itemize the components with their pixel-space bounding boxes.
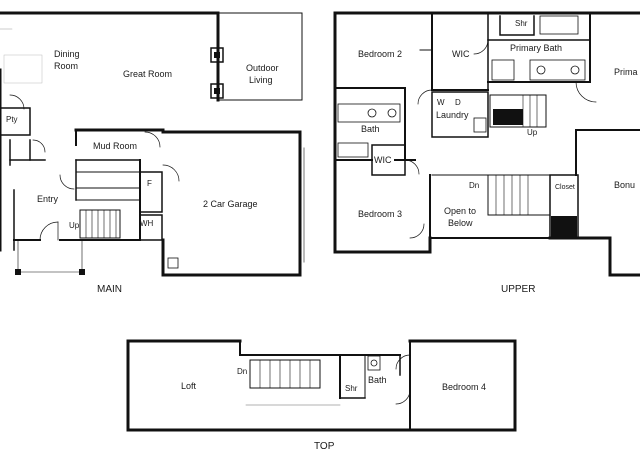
- outdoor-living-label-2: Living: [249, 75, 273, 85]
- top-stairs-down-label: Dn: [237, 367, 248, 376]
- top-floor-title: TOP: [314, 441, 335, 452]
- pantry-label: Pty: [6, 115, 18, 124]
- upper-stairs-down-label: Dn: [469, 181, 480, 190]
- great-room-label: Great Room: [123, 69, 173, 79]
- bedroom-2-label: Bedroom 2: [358, 49, 403, 59]
- loft-label: Loft: [181, 381, 197, 391]
- washer-label: W: [437, 98, 445, 107]
- primary-bedroom-label: Prima: [614, 67, 638, 77]
- wic-label: WIC: [374, 155, 392, 165]
- bath-label: Bath: [361, 124, 380, 134]
- laundry-label: Laundry: [436, 110, 469, 120]
- main-floor-walls: [0, 11, 305, 277]
- water-heater-label: WH: [140, 219, 154, 228]
- upper-stairs-up-label: Up: [527, 128, 538, 137]
- main-floor-title: MAIN: [97, 284, 122, 295]
- dryer-label: D: [455, 98, 461, 107]
- top-bath-label: Bath: [368, 375, 387, 385]
- top-shower-label: Shr: [345, 384, 358, 393]
- mud-room-label: Mud Room: [93, 141, 138, 151]
- bedroom-4-label: Bedroom 4: [442, 382, 487, 392]
- upper-floor-walls: [333, 11, 640, 277]
- primary-wic-label: WIC: [452, 49, 470, 59]
- bonus-room-label: Bonu: [614, 180, 636, 190]
- dining-room-label-1: Dining: [54, 49, 80, 59]
- closet-label: Closet: [555, 184, 575, 191]
- main-stairs-up-label: Up: [69, 221, 80, 230]
- bedroom-3-label: Bedroom 3: [358, 209, 403, 219]
- open-to-below-label-2: Below: [448, 218, 473, 228]
- dining-room-label-2: Room: [54, 61, 79, 71]
- outdoor-living-label-1: Outdoor: [246, 63, 279, 73]
- garage-label: 2 Car Garage: [203, 199, 258, 209]
- top-floor-walls: [126, 339, 517, 432]
- furnace-label: F: [147, 179, 152, 188]
- entry-label: Entry: [37, 194, 59, 204]
- open-to-below-label-1: Open to: [444, 206, 477, 216]
- upper-floor-title: UPPER: [501, 284, 536, 295]
- primary-shower-label: Shr: [515, 19, 528, 28]
- primary-bath-label: Primary Bath: [510, 43, 563, 53]
